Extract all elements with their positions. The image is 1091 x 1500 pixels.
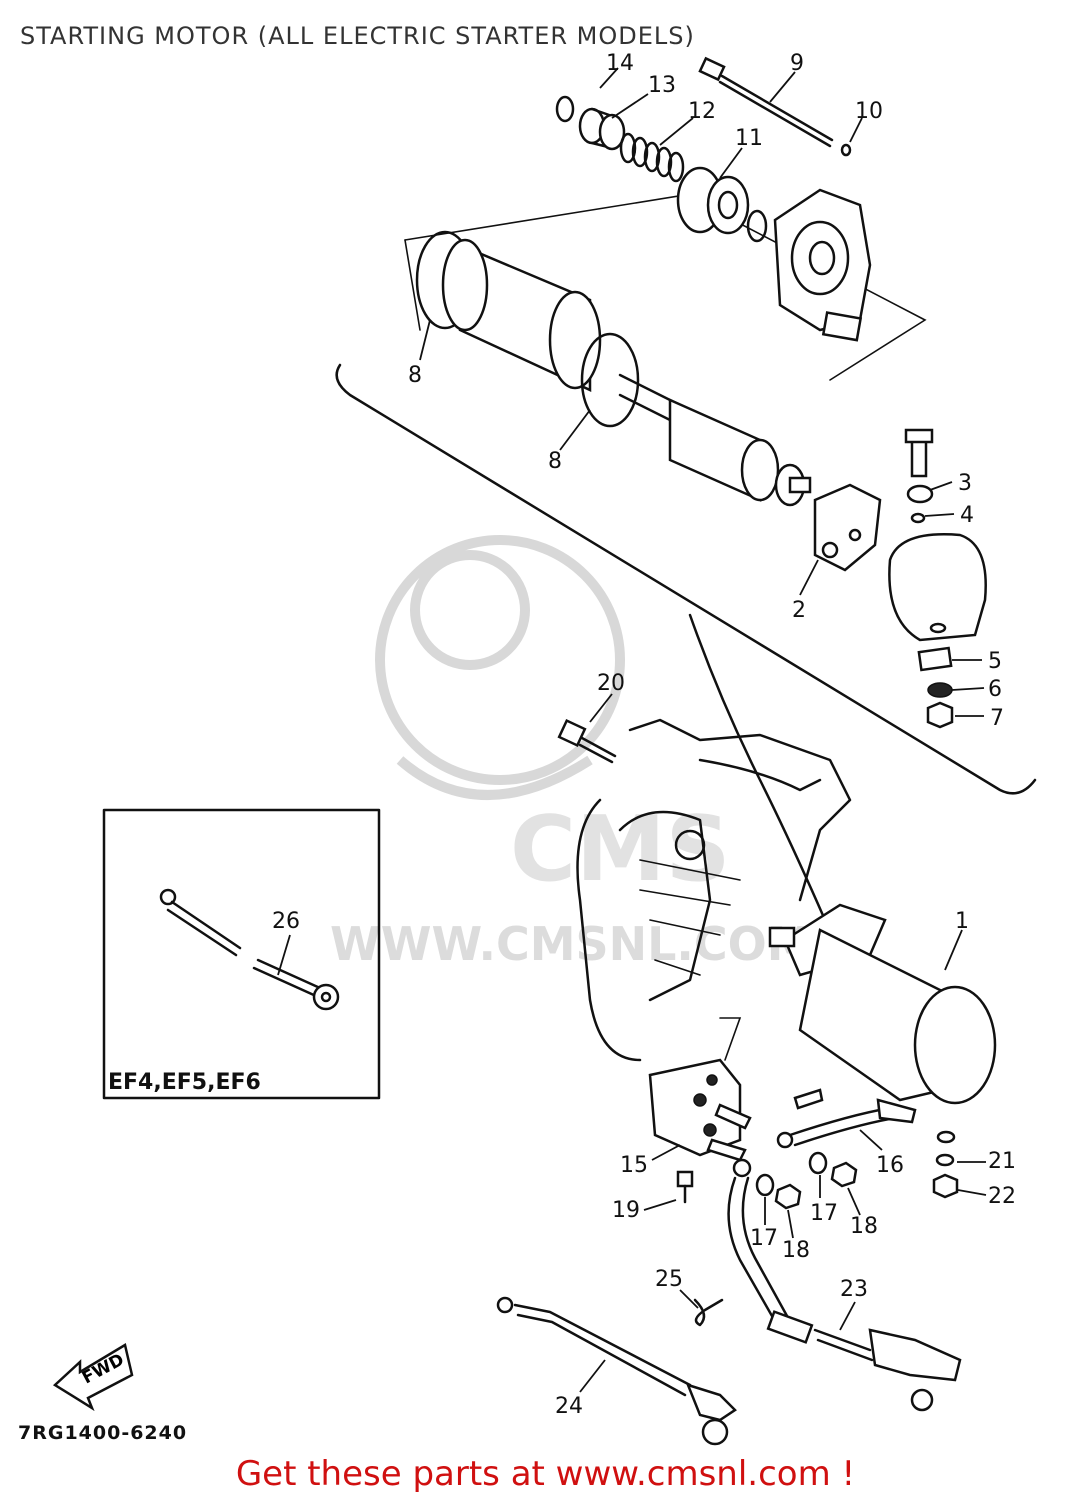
promo-link-text[interactable]: Get these parts at www.cmsnl.com ! [235,1454,856,1494]
relay-bracket [719,1017,742,1061]
inset-box [102,808,381,1100]
lock-washer-21 [935,1153,955,1167]
nut-22 [932,1173,959,1199]
callout-11: 11 [735,126,763,151]
callout-14: 14 [606,51,634,76]
leader-lines [277,67,987,1393]
inset-model-label: EF4,EF5,EF6 [108,1070,261,1095]
callout-7: 7 [990,706,1004,731]
nut-18a [830,1161,858,1188]
washer-21 [936,1130,956,1144]
callout-12: 12 [688,99,716,124]
callout-25: 25 [655,1267,683,1292]
callout-numbers: 1 2 3 4 5 6 7 8 8 9 10 11 12 13 14 15 16… [272,51,1016,1419]
callout-10: 10 [855,99,883,124]
callout-8a: 8 [408,363,422,388]
mounting-bolt [557,718,617,764]
callout-3: 3 [958,471,972,496]
svg-text:CMS: CMS [510,797,730,902]
brush-holder [813,483,882,572]
callout-24: 24 [555,1394,583,1419]
callout-23: 23 [840,1277,868,1302]
washer-17b [755,1173,775,1197]
callout-20: 20 [597,671,625,696]
callout-8b: 8 [548,449,562,474]
watermark-logo: WWW.CMSNL.COM CMS [330,535,813,971]
ground-cable [496,1296,737,1446]
callout-17b: 17 [750,1226,778,1251]
starter-relay [648,1058,752,1162]
pinion-gear [676,166,750,235]
callout-19: 19 [612,1198,640,1223]
through-bolt [698,56,834,148]
callout-16: 16 [876,1153,904,1178]
callout-26: 26 [272,909,300,934]
callout-21: 21 [988,1149,1016,1174]
callout-13: 13 [648,73,676,98]
diagram-title: STARTING MOTOR (ALL ELECTRIC STARTER MOD… [20,22,695,50]
nut-18b [774,1183,802,1210]
callout-1: 1 [955,909,969,934]
cable-clip [693,1298,724,1327]
rear-cover [888,428,987,642]
screw-19 [676,1170,694,1204]
lock-washer [927,682,953,698]
bushing [578,107,626,151]
yoke-housing [415,230,602,392]
spring [619,132,685,183]
engine-block [576,718,852,1062]
section-separator [335,363,1037,795]
washer [555,95,575,123]
callout-6: 6 [988,677,1002,702]
washer-17a [808,1151,828,1175]
callout-4: 4 [960,503,974,528]
callout-22: 22 [988,1184,1016,1209]
ground-cable-inset [159,888,340,1011]
callout-9: 9 [790,51,804,76]
o-ring [580,332,640,428]
small-o-ring [840,143,852,157]
front-end-cover [773,188,872,342]
watermark-text: WWW.CMSNL.COM [330,917,813,971]
callout-5: 5 [988,649,1002,674]
starter-motor [768,903,997,1105]
callout-2: 2 [792,598,806,623]
thrust-washer [746,209,768,243]
callout-18b: 18 [782,1238,810,1263]
callout-15: 15 [620,1153,648,1178]
motor-cable [776,1088,917,1149]
callout-17a: 17 [810,1201,838,1226]
nut [926,701,954,729]
plate [917,646,953,672]
battery-cable [727,1158,962,1412]
armature [618,373,812,507]
diagram-code: 7RG1400-6240 [18,1422,188,1444]
callout-18a: 18 [850,1214,878,1239]
fwd-arrow-icon: FWD [52,1343,134,1412]
